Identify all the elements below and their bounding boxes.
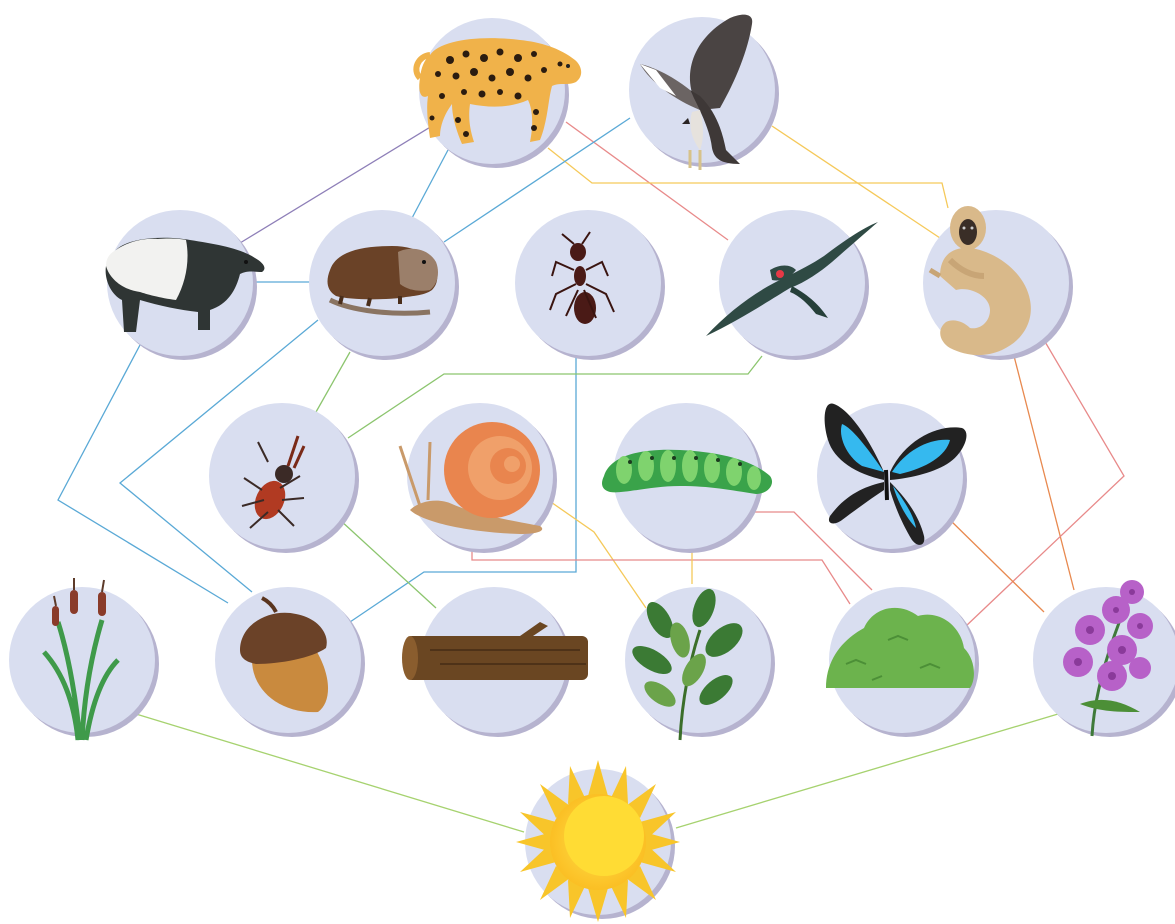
sun-icon: [516, 760, 680, 922]
link-monkey-orchid: [1014, 356, 1074, 590]
link-capybara-beetle: [316, 352, 350, 412]
link-jaguar-capybara: [412, 150, 448, 218]
link-beetle-log: [340, 520, 436, 608]
link-orchid-sun: [676, 714, 1058, 828]
link-monkey-shrub: [966, 340, 1124, 626]
link-jaguar-monkey: [548, 148, 948, 208]
link-tapir-acorn: [58, 345, 228, 603]
link-cattail-sun: [136, 714, 524, 832]
